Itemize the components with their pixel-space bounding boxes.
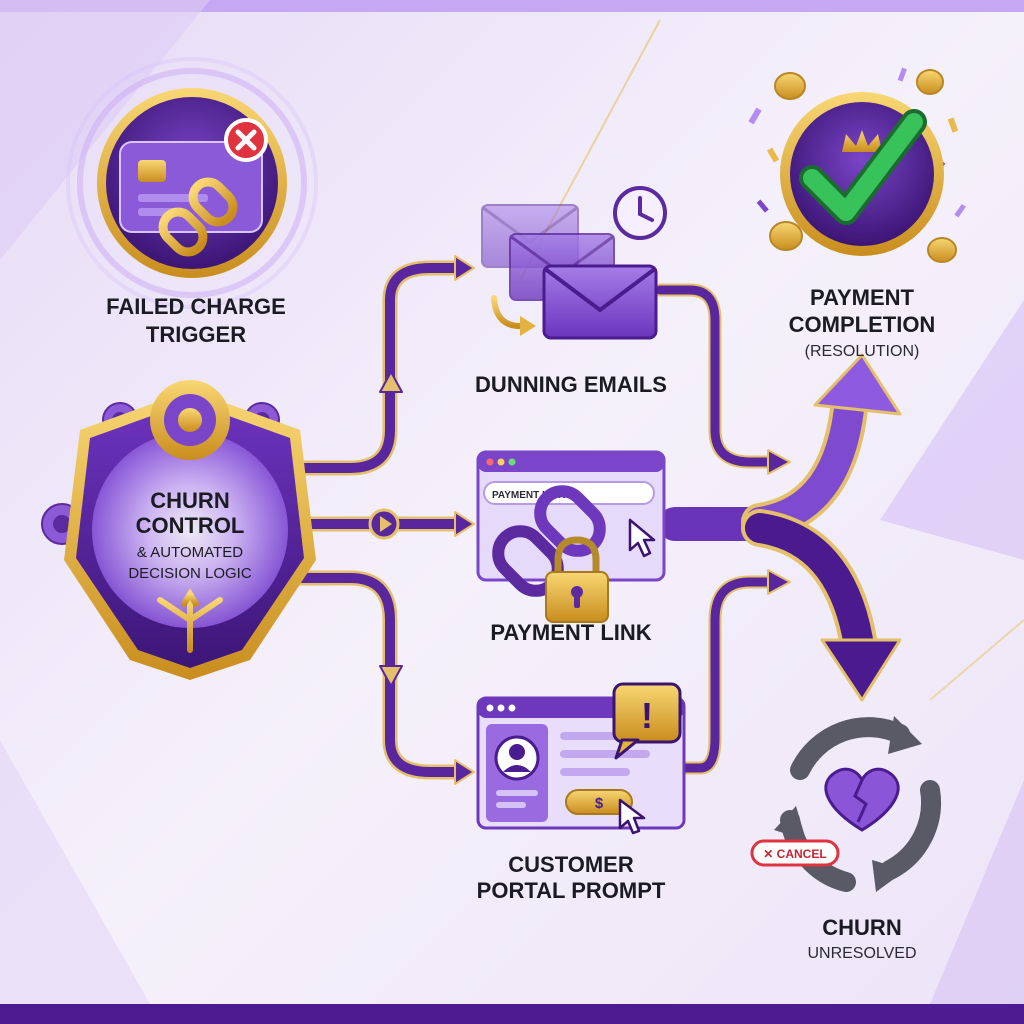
bg-shard-right <box>880 300 1024 560</box>
gold-gear-icon <box>150 380 230 460</box>
control-line1: CHURN <box>150 488 229 513</box>
customer-portal-node: $ ! <box>476 682 686 835</box>
user-avatar-icon <box>486 724 548 822</box>
checkmark-icon <box>799 109 927 225</box>
control-line2: CONTROL <box>136 513 245 538</box>
pay-button-icon <box>565 789 633 815</box>
path-dunning-out <box>653 283 791 475</box>
gold-coin-icon <box>769 69 957 263</box>
dunning-emails-node <box>481 186 667 340</box>
control-line4: DECISION LOGIC <box>128 565 252 582</box>
control-line3: & AUTOMATED <box>137 544 243 561</box>
completion-label-line2: COMPLETION <box>789 312 936 337</box>
portal-dollar: $ <box>595 795 604 812</box>
completion-label-line1: PAYMENT <box>810 285 914 310</box>
cursor-icon <box>628 518 656 558</box>
padlock-icon <box>545 536 609 623</box>
cancel-badge <box>750 839 840 867</box>
churn-control-node: CHURN CONTROL & AUTOMATED DECISION LOGIC <box>41 380 316 680</box>
portal-label-line1: CUSTOMER <box>508 852 634 877</box>
path-to-portal <box>292 570 475 785</box>
broken-chain-icon <box>158 177 238 257</box>
failed-charge-node <box>66 57 318 309</box>
curved-arrow-icon <box>491 295 536 336</box>
crown-icon <box>842 130 882 152</box>
trigger-label-line2: TRIGGER <box>146 322 246 347</box>
alert-bubble-icon <box>612 682 682 760</box>
split-arrow-icon <box>157 588 223 653</box>
path-to-payment-link <box>292 508 475 540</box>
portal-label-line2: PORTAL PROMPT <box>477 878 666 903</box>
churn-subtitle: UNRESOLVED <box>807 945 916 962</box>
path-to-dunning <box>292 255 475 476</box>
error-x-icon <box>224 118 268 162</box>
completion-subtitle: (RESOLUTION) <box>805 343 920 360</box>
bg-gold-line-2 <box>929 619 1024 701</box>
path-to-churn <box>741 509 902 702</box>
bg-shard-bottom-right <box>930 780 1024 1004</box>
broken-heart-icon <box>824 767 900 832</box>
payment-link-node: PAYMENT LINK <box>476 450 666 623</box>
path-portal-out <box>678 569 791 775</box>
payment-link-label: PAYMENT LINK <box>490 620 651 645</box>
payment-link-field-text: PAYMENT LINK <box>492 490 566 501</box>
connector-paths <box>292 255 902 785</box>
payment-completion-node <box>748 67 966 263</box>
cancel-badge-text: ✕ CANCEL <box>763 847 826 861</box>
bottom-border <box>0 1004 1024 1024</box>
clock-icon <box>613 186 667 240</box>
top-border <box>0 0 1024 12</box>
churn-node: ✕ CANCEL <box>750 716 942 892</box>
bg-shard-top-left <box>0 0 210 260</box>
cursor-icon <box>618 798 646 835</box>
dunning-label: DUNNING EMAILS <box>475 372 667 397</box>
trigger-label-line1: FAILED CHARGE <box>106 294 286 319</box>
alert-mark: ! <box>641 695 653 736</box>
churn-label: CHURN <box>822 915 901 940</box>
envelope-icon-front <box>542 264 658 340</box>
bg-shard-bottom-left <box>0 740 150 1004</box>
